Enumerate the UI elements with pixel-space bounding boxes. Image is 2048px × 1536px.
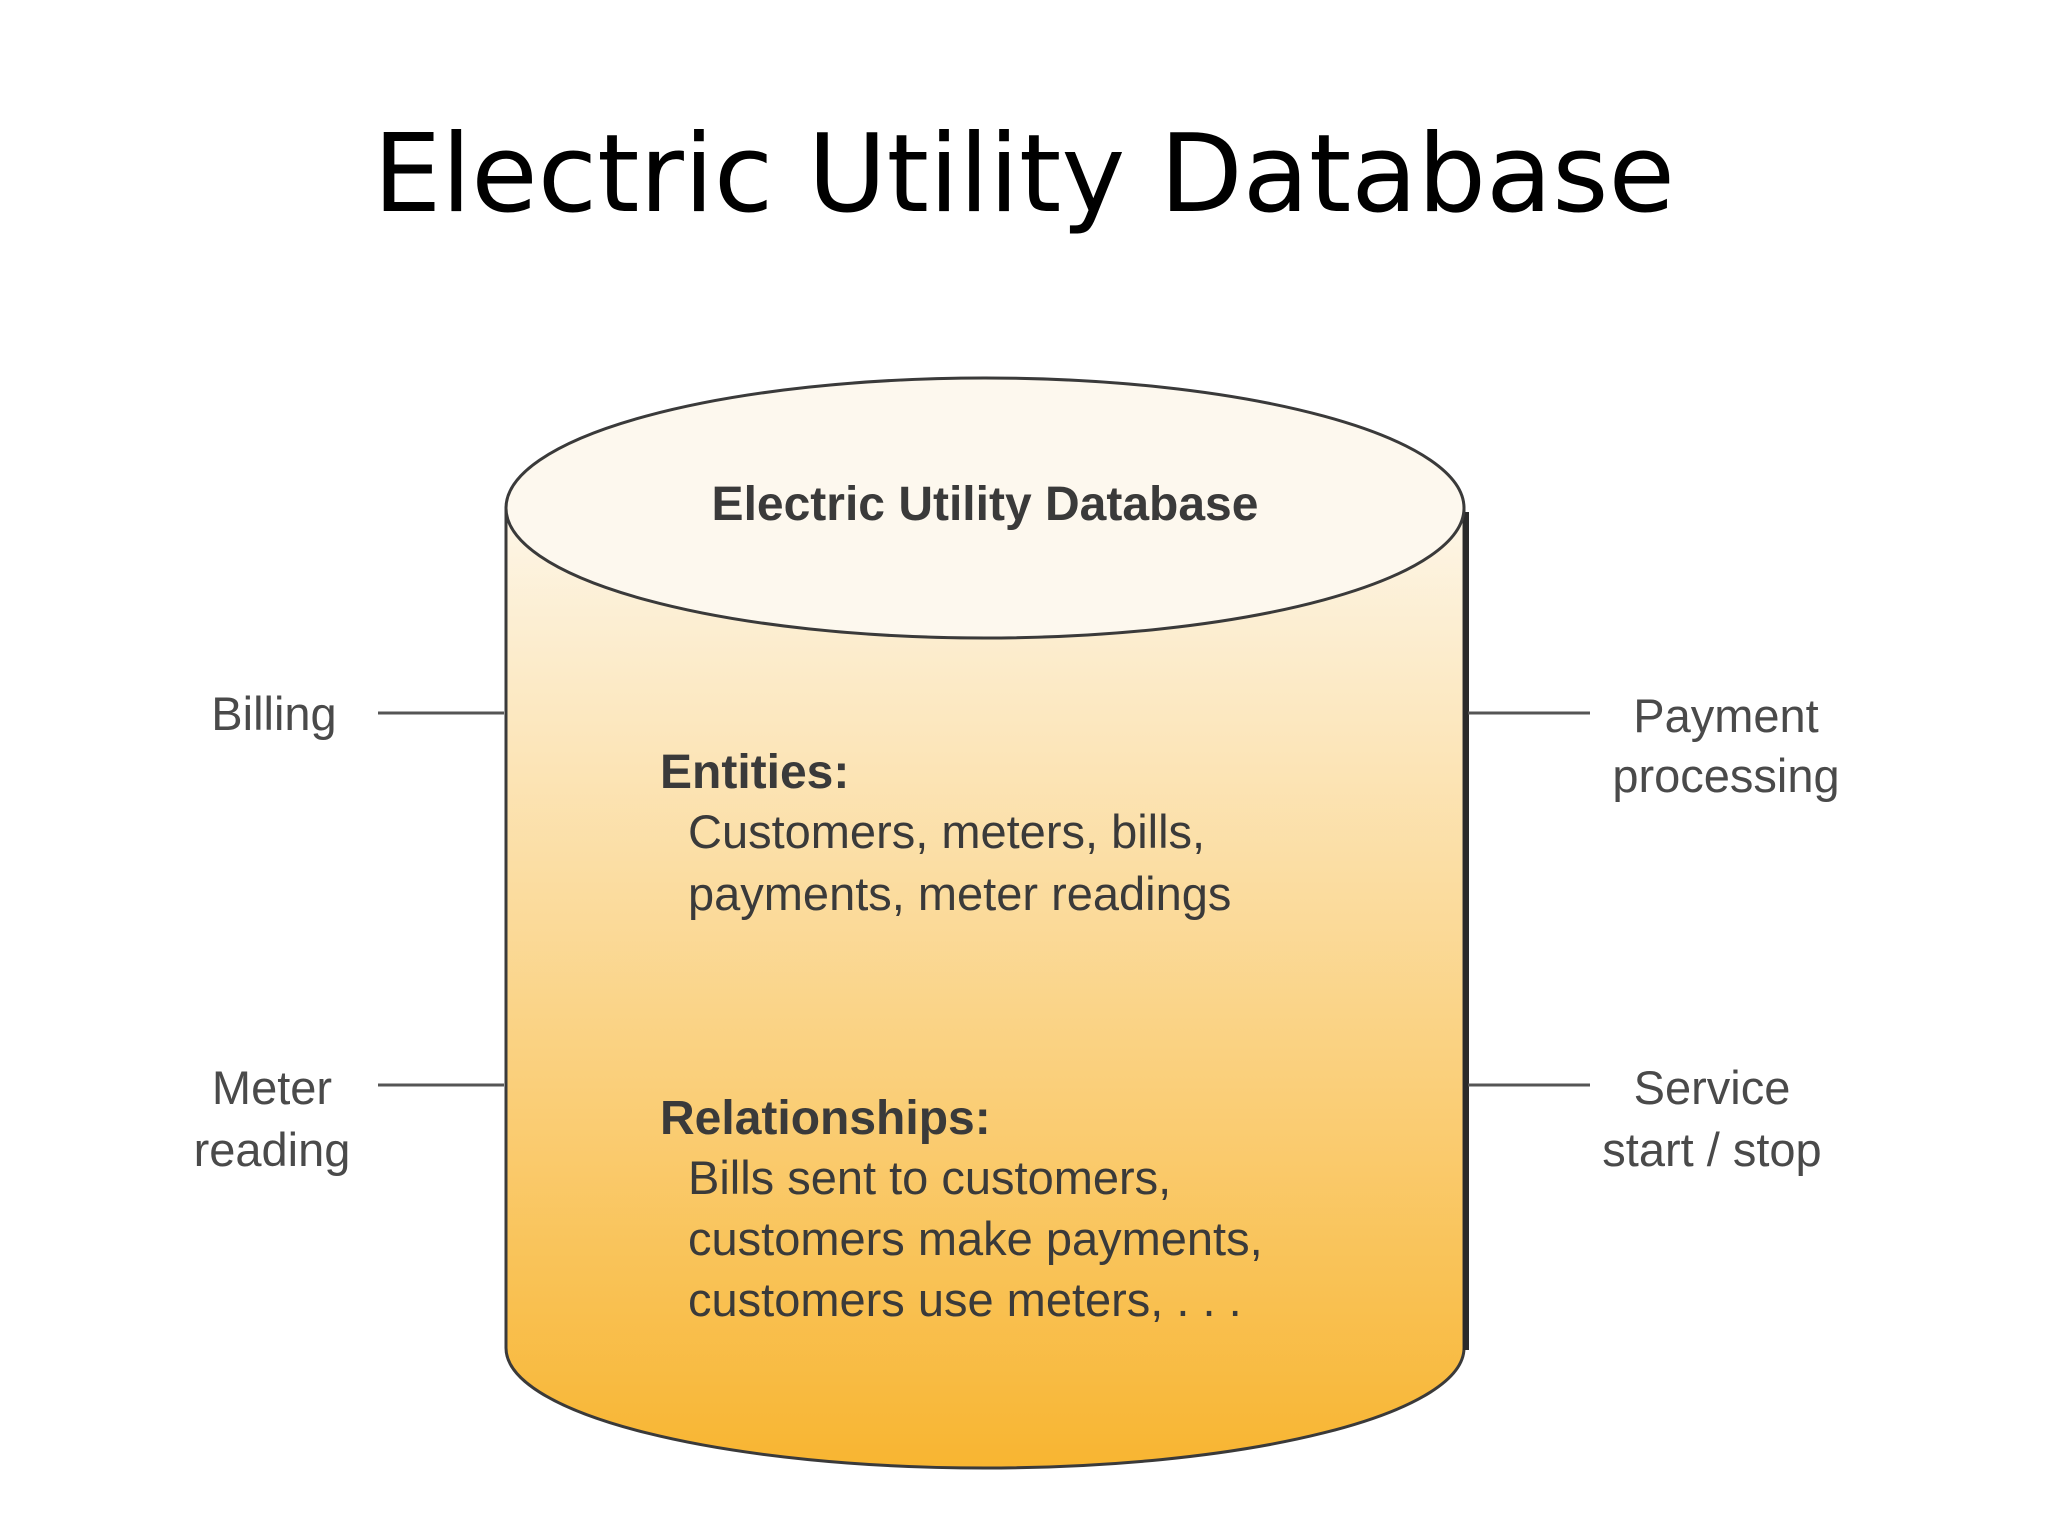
database-cylinder-top xyxy=(504,376,1466,640)
database-label: Electric Utility Database xyxy=(712,478,1259,531)
entities-heading: Entities: xyxy=(660,746,849,799)
relationships-line: Bills sent to customers, xyxy=(688,1151,1171,1204)
app-label-payment-processing: Payment xyxy=(1633,689,1818,742)
app-label-meter-reading: reading xyxy=(194,1123,351,1176)
app-label-billing: Billing xyxy=(211,687,336,740)
app-label-service-start-stop: Service xyxy=(1634,1061,1791,1114)
relationships-heading: Relationships: xyxy=(660,1092,991,1145)
relationships-line: customers use meters, . . . xyxy=(688,1273,1242,1326)
app-label-payment-processing: processing xyxy=(1612,749,1839,802)
database-cylinder-body xyxy=(504,506,1466,1470)
relationships-line: customers make payments, xyxy=(688,1212,1263,1265)
entities-line: Customers, meters, bills, xyxy=(688,805,1205,858)
entities-line: payments, meter readings xyxy=(688,867,1231,920)
page-title: Electric Utility Database xyxy=(373,112,1675,237)
app-label-service-start-stop: start / stop xyxy=(1602,1123,1821,1176)
app-label-meter-reading: Meter xyxy=(212,1061,332,1114)
